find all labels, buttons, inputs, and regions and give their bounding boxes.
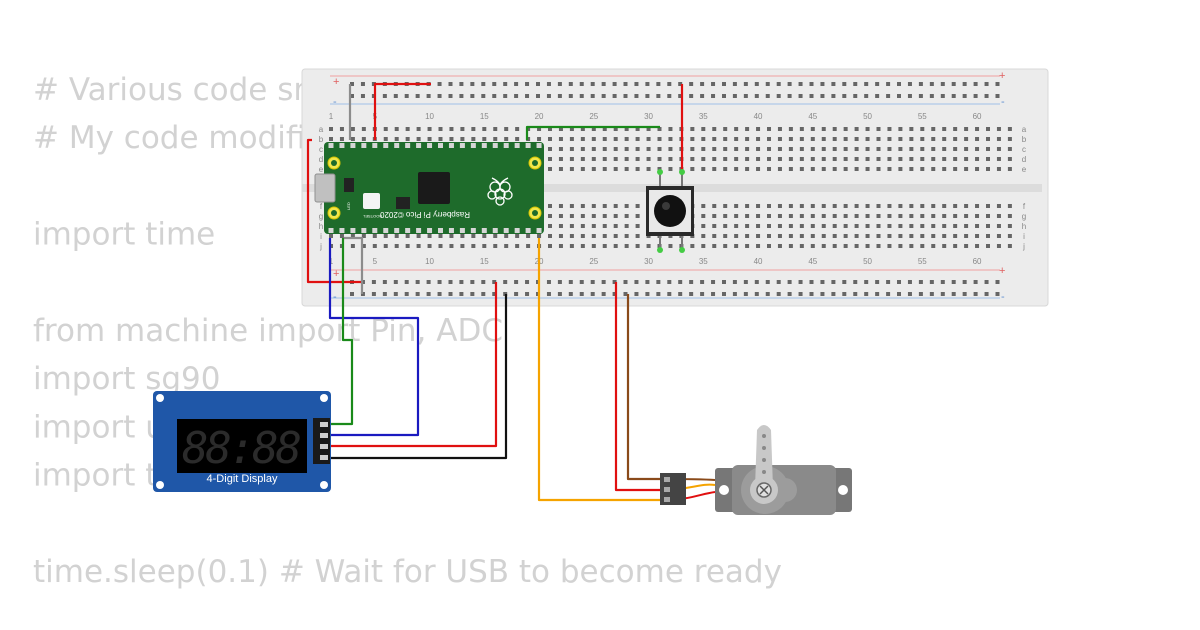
rail-minus-bottom-left: - [333, 291, 337, 303]
row-letter: b [319, 135, 324, 144]
pushbutton[interactable] [646, 169, 694, 253]
wire-green-dio[interactable] [330, 238, 354, 426]
column-number-top: 10 [425, 112, 434, 121]
wire-orange-servo-signal[interactable] [537, 238, 662, 502]
wire-red-servo-vcc[interactable] [614, 282, 662, 492]
display-digits: 88:88 [182, 423, 302, 474]
row-letter: d [319, 155, 323, 164]
servo-screw-icon [759, 485, 769, 495]
row-letter: d [1022, 155, 1026, 164]
column-number-bottom: 55 [918, 257, 927, 266]
wire-black-display-gnd[interactable] [330, 294, 508, 460]
row-letter: j [319, 242, 322, 251]
column-number-top: 50 [863, 112, 872, 121]
display-header [313, 418, 330, 464]
column-number-top: 20 [535, 112, 544, 121]
display-caption: 4-Digit Display [207, 473, 278, 485]
code-line: time.sleep(0.1) # Wait for USB to become… [33, 554, 782, 590]
rail-plus-bottom-right: + [999, 265, 1005, 277]
column-number-bottom: 25 [589, 257, 598, 266]
row-letter: a [1022, 125, 1027, 134]
column-number-top: 1 [329, 112, 334, 121]
rail-minus-top-left: - [333, 96, 337, 108]
column-number-bottom: 10 [425, 257, 434, 266]
row-letter: h [319, 222, 323, 231]
column-number-bottom: 35 [699, 257, 708, 266]
pico-board-text: Raspberry Pi Pico ©2020 [380, 210, 470, 219]
pico-pin-headers [328, 143, 542, 233]
row-letter: f [1023, 202, 1026, 211]
wire-red-pico-power[interactable] [306, 138, 362, 284]
raspberry-logo-icon [487, 177, 513, 206]
column-number-bottom: 50 [863, 257, 872, 266]
row-letter: c [319, 145, 323, 154]
bootsel-label: BOOTSEL [362, 214, 382, 219]
bootsel-button[interactable] [363, 193, 380, 209]
column-number-bottom: 40 [754, 257, 763, 266]
rp2040-chip [418, 172, 450, 204]
wire-red-display-vcc[interactable] [330, 282, 498, 448]
row-letter: g [1022, 212, 1026, 221]
column-number-bottom: 60 [973, 257, 982, 266]
code-line: from machine import Pin, ADC [33, 313, 503, 349]
row-letter: f [320, 202, 323, 211]
wire-brown-servo-gnd[interactable] [626, 294, 662, 481]
led-label: LED [346, 202, 351, 210]
wires [306, 82, 684, 502]
column-number-top: 15 [480, 112, 489, 121]
sg90-servo[interactable] [660, 425, 852, 515]
tm1637-4-digit-display[interactable]: 88:88 4-Digit Display [153, 391, 331, 492]
code-line: import time [33, 217, 215, 253]
column-number-top: 60 [973, 112, 982, 121]
wire-blue-clk[interactable] [328, 238, 420, 437]
row-letter: c [1022, 145, 1026, 154]
breadboard-holes [329, 82, 1012, 296]
row-letter: j [1022, 242, 1025, 251]
wire-gray-ground[interactable] [344, 236, 364, 294]
wire-green-button[interactable] [525, 125, 660, 140]
column-number-top: 30 [644, 112, 653, 121]
row-letter: g [319, 212, 323, 221]
column-number-top: 55 [918, 112, 927, 121]
column-number-top: 25 [589, 112, 598, 121]
rail-plus-top-right: + [999, 70, 1005, 82]
raspberry-pi-pico[interactable]: Raspberry Pi Pico ©2020 BOOTSEL LED [314, 142, 544, 234]
column-number-bottom: 15 [480, 257, 489, 266]
row-letter: b [1022, 135, 1027, 144]
display-window [177, 419, 307, 473]
rail-plus-top-left: + [333, 76, 339, 88]
column-number-bottom: 1 [329, 257, 334, 266]
rail-minus-bottom-right: - [1001, 291, 1005, 303]
row-letter: e [1022, 165, 1027, 174]
usb-port [314, 173, 336, 203]
row-letter: i [1023, 232, 1025, 241]
column-number-top: 35 [699, 112, 708, 121]
row-letter: h [1022, 222, 1026, 231]
row-letter: e [319, 165, 324, 174]
servo-connector [660, 473, 686, 505]
rail-plus-bottom-left: + [333, 268, 339, 280]
column-number-bottom: 45 [808, 257, 817, 266]
flash-chip [396, 197, 410, 209]
row-letter: a [319, 125, 324, 134]
wire-red-top-rail[interactable] [373, 82, 431, 140]
small-chip [344, 178, 354, 192]
column-number-top: 45 [808, 112, 817, 121]
column-number-bottom: 5 [373, 257, 378, 266]
column-number-bottom: 30 [644, 257, 653, 266]
column-number-top: 40 [754, 112, 763, 121]
row-letter: i [320, 232, 322, 241]
rail-minus-top-right: - [1001, 96, 1005, 108]
